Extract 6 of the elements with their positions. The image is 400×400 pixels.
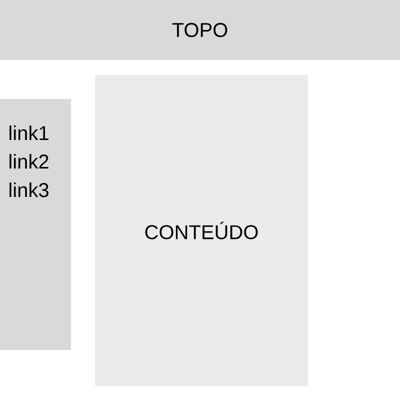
link-text: link1 <box>10 126 48 140</box>
header-bar: TOPO <box>0 0 400 60</box>
link-text: link2 <box>10 154 48 168</box>
content-panel: CONTEÚDO <box>95 75 308 386</box>
sidebar-panel <box>0 99 71 350</box>
link-text: link3 <box>10 182 48 198</box>
